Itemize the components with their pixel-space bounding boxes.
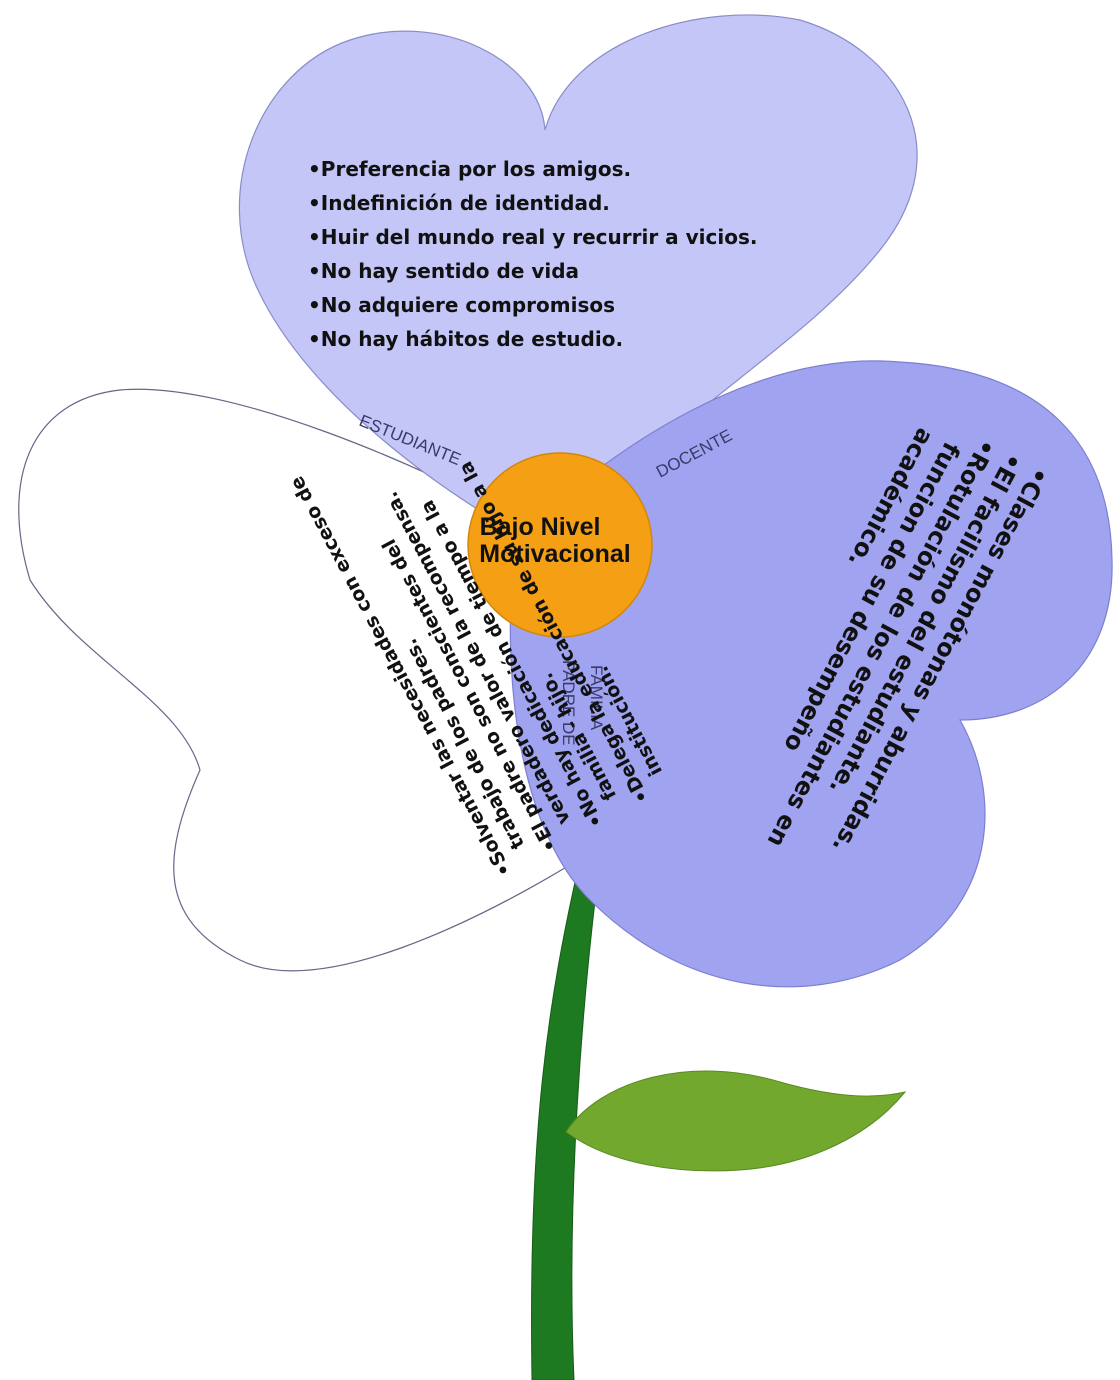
estudiante-item: •No adquiere compromisos (308, 293, 615, 317)
estudiante-item: •Huir del mundo real y recurrir a vicios… (308, 225, 757, 249)
flower-leaf (565, 1070, 907, 1172)
padre-label-line2: FAMILIA (587, 665, 606, 731)
padre-label-line1: PADRE DE (559, 660, 578, 746)
petal-estudiante (238, 14, 918, 553)
padre-label: PADRE DE FAMILIA (559, 660, 606, 746)
estudiante-item-list: •Preferencia por los amigos. •Indefinici… (308, 157, 757, 351)
center-label-line2: Motivacional (479, 540, 630, 568)
petal-docente (509, 360, 1113, 988)
center-circle (467, 452, 653, 638)
estudiante-item: •No hay sentido de vida (308, 259, 579, 283)
flower-stem (530, 859, 601, 1380)
estudiante-item: •Indefinición de identidad. (308, 191, 610, 215)
estudiante-item: •No hay hábitos de estudio. (308, 327, 623, 351)
center-label-line1: Bajo Nivel (480, 513, 601, 541)
estudiante-item: •Preferencia por los amigos. (308, 157, 631, 181)
